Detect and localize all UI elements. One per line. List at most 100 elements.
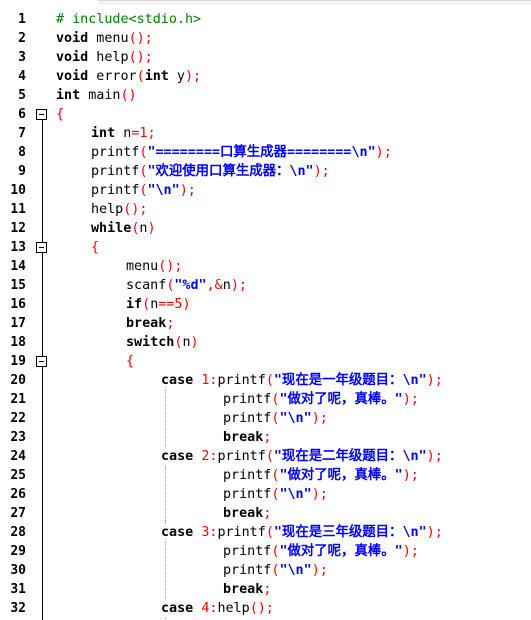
fold-line: [42, 115, 43, 620]
line-number: 16: [10, 297, 26, 312]
code-token: "\n": [279, 563, 312, 578]
line-code: printf("\n");: [223, 561, 328, 580]
code-line[interactable]: 16 if(n==5): [0, 295, 531, 314]
code-token: );: [375, 145, 392, 160]
line-code: printf("做对了呢，真棒。");: [223, 542, 419, 561]
code-token: break: [223, 430, 264, 445]
code-token: );: [230, 278, 247, 293]
line-number: 31: [10, 582, 26, 597]
code-line[interactable]: 19{: [0, 352, 531, 371]
code-token: printf: [223, 392, 272, 407]
code-line[interactable]: 31 break;: [0, 580, 531, 599]
code-token: :: [209, 525, 218, 540]
code-token: scanf: [126, 278, 167, 293]
code-line[interactable]: 10 printf("\n");: [0, 181, 531, 200]
code-token: help: [88, 50, 129, 65]
code-token: ;: [147, 126, 156, 141]
code-line[interactable]: 6{: [0, 105, 531, 124]
code-token: "欢迎使用口算生成器：\n": [147, 164, 314, 179]
line-number: 15: [10, 278, 26, 293]
line-code: {: [56, 105, 64, 124]
indent-guide: [165, 618, 166, 620]
code-token: (): [120, 88, 137, 103]
line-number: 28: [10, 525, 26, 540]
code-token: printf: [223, 544, 272, 559]
code-token: 3: [201, 525, 210, 540]
line-code: int n=1;: [91, 124, 156, 143]
code-token: (: [139, 183, 148, 198]
line-number-gutter: [0, 4, 36, 620]
code-token: "现在是三年级题目：\n": [273, 525, 427, 540]
code-token: printf: [91, 183, 140, 198]
code-token: );: [311, 563, 328, 578]
line-number: 30: [10, 563, 26, 578]
code-token: int: [56, 88, 81, 103]
line-code: printf("\n");: [91, 181, 196, 200]
code-token: :: [209, 601, 218, 616]
code-token: );: [426, 525, 443, 540]
code-token: 4: [201, 601, 210, 616]
code-token: {: [91, 240, 100, 255]
code-token: "现在是二年级题目：\n": [273, 449, 427, 464]
code-line[interactable]: 13{: [0, 238, 531, 257]
line-number: 10: [10, 183, 26, 198]
code-token: =: [131, 126, 140, 141]
code-token: );: [313, 164, 330, 179]
line-code: break;: [223, 580, 271, 599]
code-token: case: [161, 449, 194, 464]
code-line[interactable]: 1# include<stdio.h>: [0, 10, 531, 29]
fold-toggle-icon[interactable]: [36, 109, 47, 120]
line-code: # include<stdio.h>: [56, 10, 201, 29]
code-token: (: [271, 468, 280, 483]
code-token: ==: [158, 297, 175, 312]
code-token: (: [136, 69, 145, 84]
code-token: printf: [223, 487, 272, 502]
indent-guide: [165, 390, 166, 447]
code-line[interactable]: 30 printf("\n");: [0, 561, 531, 580]
code-token: );: [179, 183, 196, 198]
code-token: printf: [223, 468, 272, 483]
code-token: );: [402, 544, 419, 559]
code-token: 1: [201, 373, 210, 388]
fold-toggle-icon[interactable]: [36, 356, 47, 367]
line-number: 24: [10, 449, 26, 464]
code-token: ();: [128, 50, 153, 65]
code-token: n: [182, 335, 191, 350]
line-code: if(n==5): [126, 295, 191, 314]
line-number: 5: [18, 88, 26, 103]
code-token: );: [311, 411, 328, 426]
fold-toggle-icon[interactable]: [36, 242, 47, 253]
line-code: printf("做对了呢，真棒。");: [223, 466, 419, 485]
code-token: while: [91, 221, 132, 236]
code-token: ;: [263, 582, 272, 597]
code-token: (: [131, 221, 140, 236]
code-token: {: [56, 107, 65, 122]
code-token: menu: [126, 259, 159, 274]
